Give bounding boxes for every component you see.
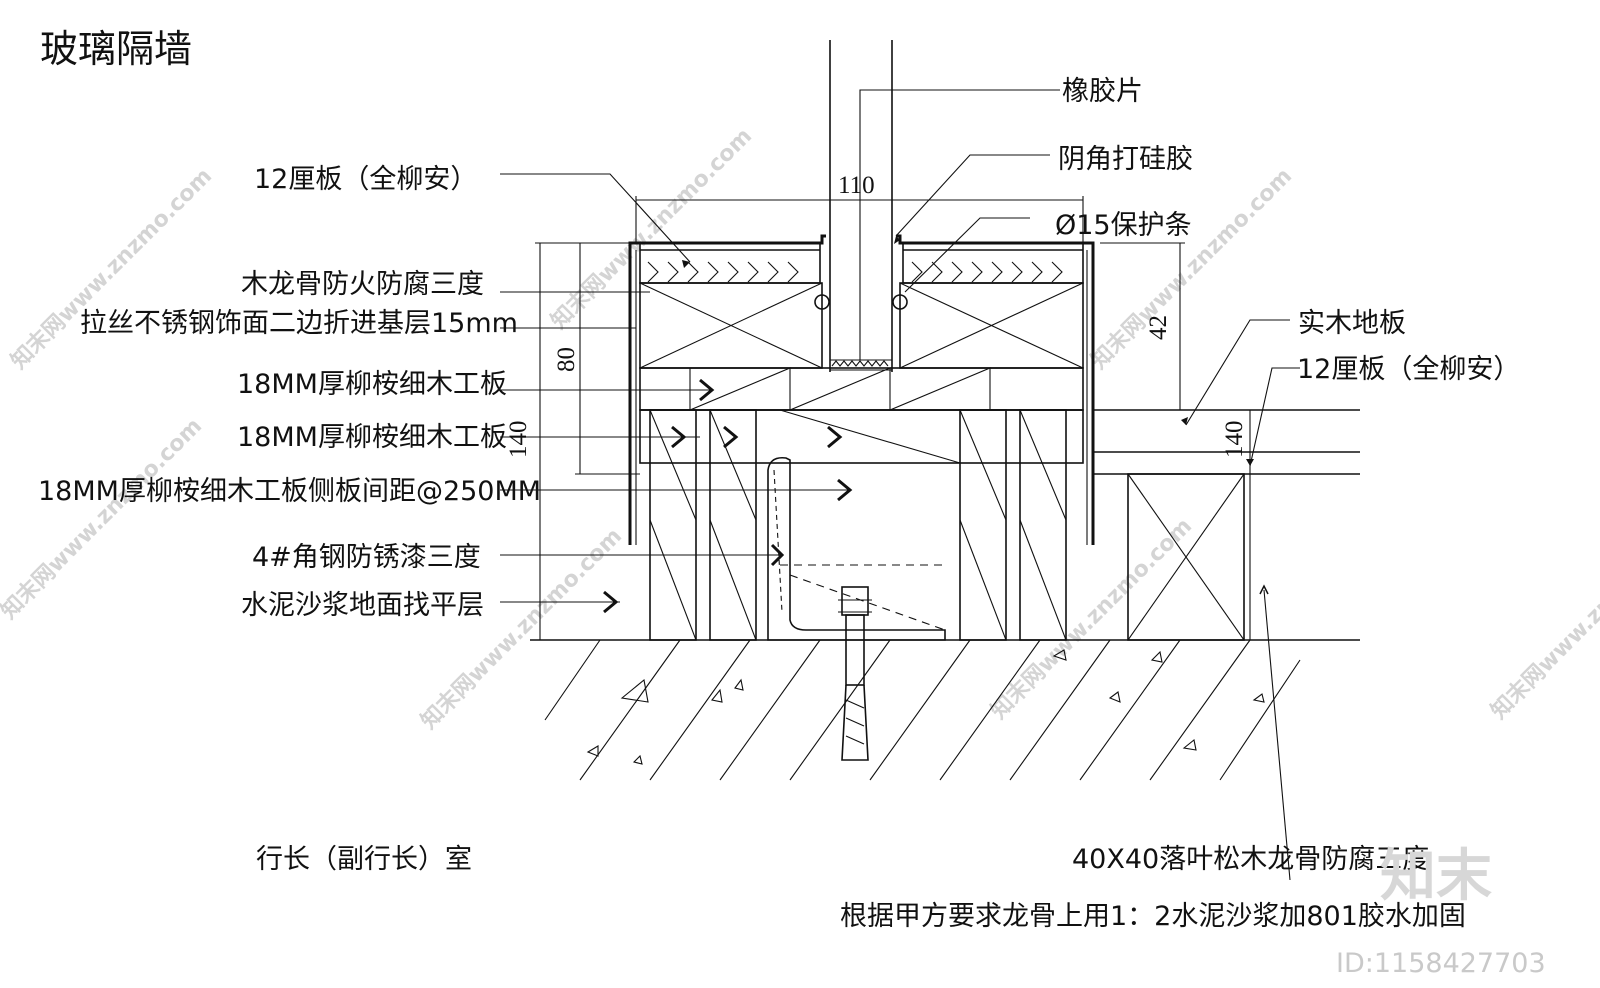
drawing-title: 玻璃隔墙 — [40, 27, 192, 71]
leader-lines — [500, 89, 1300, 881]
top-cap — [628, 234, 1095, 545]
dimension-42: 42 — [1145, 315, 1172, 340]
wood-keel — [639, 282, 1084, 369]
label-mortar: 水泥沙浆地面找平层 — [241, 590, 484, 621]
glass-panel — [829, 40, 893, 372]
label-wood-floor: 实木地板 — [1298, 308, 1406, 339]
watermark-text: 知末网www.znzmo.com — [986, 513, 1197, 724]
watermark-text: 知末网www.znzmo.com — [1486, 513, 1600, 724]
label-stainless-steel: 拉丝不锈钢饰面二边折进基层15mm — [80, 308, 518, 339]
image-id: ID:1158427703 — [1336, 948, 1546, 979]
dimension-80: 80 — [553, 347, 580, 372]
dimension-110: 110 — [838, 172, 875, 199]
note-mortar: 根据甲方要求龙骨上用1：2水泥沙浆加801胶水加固 — [840, 901, 1466, 932]
label-plywood-b: 18MM厚柳桉细木工板 — [237, 422, 507, 453]
label-wood-keel: 木龙骨防火防腐三度 — [241, 269, 484, 300]
watermark-text: 知末网www.znzmo.com — [546, 123, 757, 334]
label-plywood-a: 18MM厚柳桉细木工板 — [237, 369, 507, 400]
angle-steel — [767, 456, 946, 641]
label-guard-strip: Ø15保护条 — [1055, 210, 1192, 241]
note-keel: 40X40落叶松木龙骨防腐三度 — [1072, 844, 1429, 875]
watermark-text: 知末网www.znzmo.com — [6, 163, 217, 374]
side-boards — [649, 409, 1067, 641]
plywood-layers — [639, 367, 1084, 464]
anchor-bolt — [838, 586, 872, 761]
leader-arrows — [603, 236, 1269, 614]
label-12mm-board-right: 12厘板（全柳安） — [1297, 354, 1520, 385]
watermark-text: 知末网www.znzmo.com — [0, 413, 207, 624]
dimension-140-left: 140 — [505, 421, 532, 459]
dimension-140-right: 140 — [1221, 421, 1248, 459]
watermark-text: 知末网www.znzmo.com — [1086, 163, 1297, 374]
label-plywood-side: 18MM厚柳桉细木工板侧板间距@250MM — [38, 476, 541, 507]
room-label: 行长（副行长）室 — [256, 844, 472, 875]
label-12mm-board-left: 12厘板（全柳安） — [254, 164, 477, 195]
concrete-slab — [530, 639, 1360, 781]
label-silicone: 阴角打硅胶 — [1058, 144, 1193, 175]
brand-watermark: 知末 — [1380, 844, 1492, 909]
label-rubber: 橡胶片 — [1062, 76, 1143, 107]
label-angle-steel: 4#角钢防锈漆三度 — [252, 542, 481, 573]
